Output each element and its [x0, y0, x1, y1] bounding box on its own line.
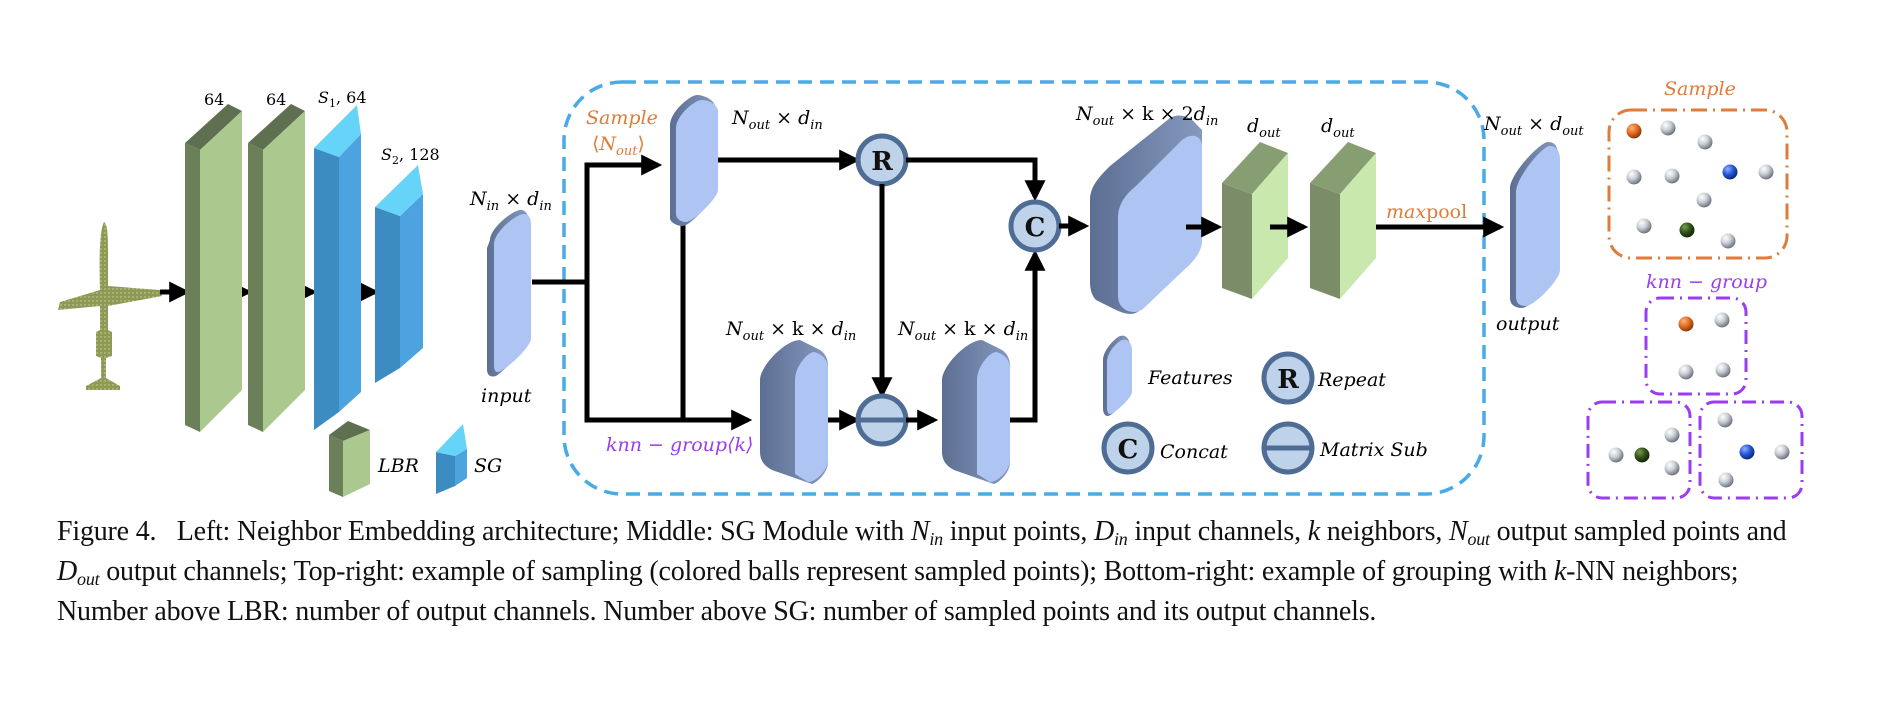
matrix-sub-operator: [855, 393, 909, 447]
legend-repeat: R Repeat: [1261, 351, 1386, 405]
legend-matrix-sub: Matrix Sub: [1261, 421, 1428, 475]
figure-number: Figure 4.: [57, 516, 157, 547]
legend-concat: C Concat: [1101, 421, 1228, 475]
arrow-repeat-concat: [906, 157, 1046, 202]
point-ball-gray: [1774, 444, 1790, 460]
svg-text:C: C: [1025, 213, 1046, 243]
sampled-features-block: [670, 95, 718, 226]
group-branch-arrow: [584, 282, 753, 431]
svg-text:Repeat: Repeat: [1317, 369, 1386, 391]
grouped-features-block: [760, 340, 828, 484]
airplane-point-cloud-icon: [58, 222, 162, 390]
group-box-green: [1586, 400, 1692, 500]
point-ball-gray: [1720, 233, 1736, 249]
point-ball-green: [1634, 447, 1650, 463]
sample-label: Sample: [586, 107, 658, 129]
concat-features-block: [1090, 115, 1202, 314]
svg-text:Features: Features: [1147, 367, 1233, 389]
svg-text:Matrix Sub: Matrix Sub: [1319, 439, 1428, 461]
sampled-shape-label: Nout × din: [731, 107, 823, 133]
diff-shape-label: Nout × k × din: [897, 318, 1028, 344]
lbr-block: 64: [185, 90, 242, 432]
group-box-blue: [1698, 400, 1804, 500]
point-ball-orange: [1678, 316, 1694, 332]
legend-lbr: LBR: [329, 421, 419, 497]
sample-example-box: [1607, 108, 1789, 260]
concat-shape-label: Nout × k × 2din: [1075, 103, 1218, 129]
input-label: input: [481, 385, 532, 407]
svg-text:C: C: [1118, 435, 1139, 465]
sg-block: S1, 64: [314, 88, 367, 430]
input-shape-label: Nin × din: [469, 188, 552, 214]
lbr-dout-block: dout: [1310, 115, 1376, 299]
group-points: [1608, 312, 1790, 488]
point-ball-gray: [1608, 447, 1624, 463]
lbr-block: 64: [248, 90, 305, 432]
sample-example-title: Sample: [1664, 78, 1736, 100]
point-ball-gray: [1718, 472, 1734, 488]
sg-label: S2, 128: [381, 145, 440, 167]
point-ball-blue: [1722, 164, 1738, 180]
input-features-block: [487, 209, 531, 377]
maxpool-label: maxpool: [1386, 201, 1467, 223]
output-label: output: [1496, 313, 1560, 335]
svg-text:Concat: Concat: [1160, 441, 1228, 463]
svg-text:LBR: LBR: [377, 455, 419, 477]
point-ball-gray: [1664, 460, 1680, 476]
point-ball-gray: [1664, 168, 1680, 184]
figure-caption: Figure 4. Left: Neighbor Embedding archi…: [57, 516, 1787, 627]
point-ball-gray: [1715, 362, 1731, 378]
sg-block: S2, 128: [375, 145, 440, 383]
lbr-dout-label: dout: [1321, 115, 1355, 141]
point-ball-green: [1679, 222, 1695, 238]
architecture-figure: 64 64 S1, 64 S2, 128 LBR SG Ni: [58, 78, 1804, 500]
point-ball-gray: [1758, 164, 1774, 180]
point-ball-blue: [1739, 444, 1755, 460]
group-box-orange: [1644, 296, 1748, 396]
repeat-operator: R: [855, 133, 909, 187]
lbr-dout-block: dout: [1222, 115, 1288, 299]
svg-text:R: R: [871, 147, 893, 177]
lbr-dout-label: dout: [1247, 115, 1281, 141]
grouped-shape-label: Nout × k × din: [725, 318, 856, 344]
output-features-block: [1510, 142, 1560, 308]
group-example-title: knn − group: [1646, 271, 1767, 293]
lbr-channel-label: 64: [266, 90, 286, 109]
svg-text:R: R: [1277, 365, 1299, 395]
sg-module-border: [562, 80, 1486, 496]
knn-group-label: knn − group⟨k⟩: [606, 434, 753, 456]
point-ball-gray: [1697, 134, 1713, 150]
sample-param-label: ⟨Nout⟩: [592, 133, 645, 159]
point-ball-orange: [1626, 123, 1642, 139]
arrow-diff-concat: [1010, 249, 1046, 423]
point-ball-gray: [1636, 218, 1652, 234]
output-shape-label: Nout × dout: [1483, 113, 1584, 139]
point-ball-gray: [1717, 412, 1733, 428]
legend-sg: SG: [436, 424, 502, 494]
concat-operator: C: [1008, 199, 1062, 253]
svg-text:SG: SG: [474, 455, 502, 477]
sg-label: S1, 64: [318, 88, 367, 110]
point-ball-gray: [1678, 364, 1694, 380]
point-ball-gray: [1660, 120, 1676, 136]
point-ball-gray: [1664, 427, 1680, 443]
sample-branch-arrow: [584, 154, 663, 282]
sample-points: [1626, 120, 1774, 249]
point-ball-gray: [1626, 169, 1642, 185]
lbr-channel-label: 64: [204, 90, 224, 109]
point-ball-gray: [1714, 312, 1730, 328]
legend-features: Features: [1103, 335, 1233, 416]
difference-features-block: [942, 340, 1010, 484]
point-ball-gray: [1696, 192, 1712, 208]
